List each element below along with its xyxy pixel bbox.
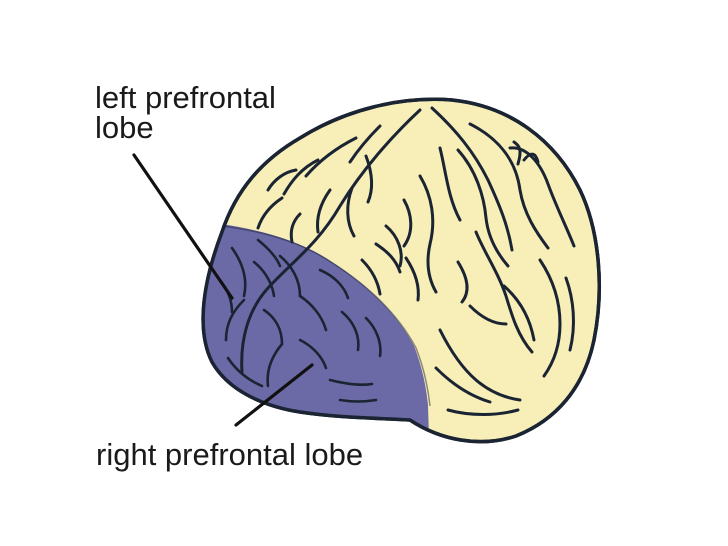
brain-folds <box>240 106 576 416</box>
left-prefrontal-label-line2: lobe <box>95 110 154 145</box>
brain-outline-top <box>201 97 601 444</box>
right-prefrontal-pointer <box>234 363 314 427</box>
left-prefrontal-label: left prefrontal <box>95 80 276 115</box>
left-prefrontal-pointer <box>132 153 234 300</box>
prefrontal-boundary <box>221 225 431 407</box>
right-prefrontal-label: right prefrontal lobe <box>96 437 364 472</box>
